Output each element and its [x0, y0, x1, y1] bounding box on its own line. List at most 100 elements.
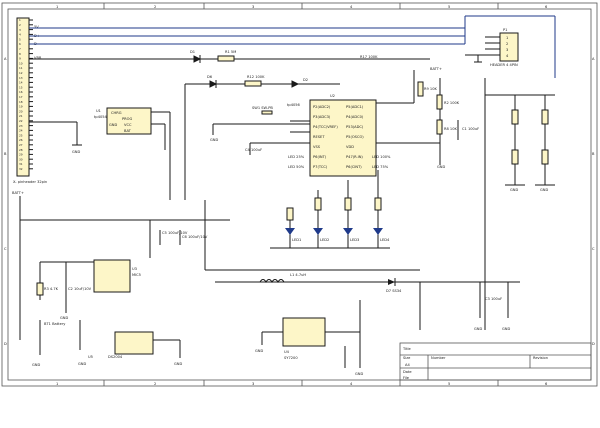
- u2-mcu: U2 tp4056 P2(ADC2)P3(ADC3)P4(TCC/VREF)RE…: [210, 70, 440, 177]
- header-pin-number: 8: [19, 52, 21, 56]
- svg-text:LED1: LED1: [292, 238, 301, 242]
- svg-text:C6 100uF/10V: C6 100uF/10V: [182, 235, 208, 239]
- svg-text:LED3: LED3: [350, 238, 359, 242]
- svg-text:tp4054: tp4054: [94, 115, 108, 119]
- header-pin-number: 15: [19, 85, 23, 89]
- svg-text:U1: U1: [96, 109, 101, 113]
- svg-text:VCC: VCC: [124, 123, 132, 127]
- svg-text:U5: U5: [88, 355, 93, 359]
- svg-text:R9 10K: R9 10K: [424, 87, 437, 91]
- svg-text:GND: GND: [60, 316, 68, 320]
- svg-text:LED 75%: LED 75%: [372, 165, 389, 169]
- u2-pin-left: RESET: [313, 135, 325, 139]
- header-pin-number: 1: [19, 18, 21, 22]
- svg-text:R12 100K: R12 100K: [247, 75, 265, 79]
- header-pin-number: 22: [19, 119, 23, 123]
- header-pin-number: 19: [19, 105, 23, 109]
- svg-text:GND: GND: [174, 362, 182, 366]
- svg-text:GND: GND: [474, 327, 482, 331]
- svg-text:D7 SS34: D7 SS34: [386, 289, 402, 293]
- svg-text:GND: GND: [255, 349, 263, 353]
- header-pin-number: 29: [19, 153, 23, 157]
- col-label: 1: [56, 5, 58, 9]
- svg-text:R17 100K: R17 100K: [360, 55, 378, 59]
- svg-text:VBB: VBB: [34, 56, 42, 60]
- svg-text:D: D: [4, 342, 7, 346]
- col-label: 3: [252, 382, 254, 386]
- svg-text:BATT+: BATT+: [430, 67, 442, 71]
- header-pin-number: 3: [19, 28, 21, 32]
- power-rails: BATT+ C5 100uF/10V C6 100uF/10V: [12, 191, 470, 340]
- u5-ic: U5 DS2004 GND GND: [78, 320, 182, 366]
- svg-text:Revision: Revision: [533, 356, 548, 360]
- top-header-pin-number: 4: [506, 54, 509, 58]
- u2-pin-left: VSS: [313, 145, 321, 149]
- svg-text:GND: GND: [72, 150, 80, 154]
- u2-pin-right: P47(R.IN): [346, 155, 363, 159]
- svg-text:U4: U4: [284, 350, 290, 354]
- u2-pin-left: P6(INT): [313, 155, 327, 159]
- header-pin-number: 4: [19, 33, 21, 37]
- header-pin-number: 12: [19, 71, 23, 75]
- svg-text:A4: A4: [405, 363, 410, 367]
- header-pin-number: 16: [19, 90, 23, 94]
- svg-text:C3 100uF: C3 100uF: [485, 297, 502, 301]
- svg-text:GND: GND: [540, 188, 548, 192]
- svg-text:C: C: [592, 247, 595, 251]
- header-pin-number: 31: [19, 162, 23, 166]
- header-pin-number: 21: [19, 114, 23, 118]
- title-block: Title Size Number Revision A4 Date File: [399, 342, 592, 381]
- col-label: 6: [545, 382, 548, 386]
- header-pin-number: 26: [19, 138, 23, 142]
- svg-text:Date: Date: [403, 370, 412, 374]
- u2-pin-right: P5(ADC1): [346, 105, 364, 109]
- top-right-header: P1 HEADER 4 4PIN: [474, 28, 519, 67]
- header-pin-number: 2: [19, 23, 21, 27]
- left-pin-header: 1234567891011121314151617181920212223242…: [13, 17, 47, 184]
- svg-text:Number: Number: [431, 356, 446, 360]
- svg-text:GND: GND: [78, 362, 86, 366]
- svg-text:tp4056: tp4056: [287, 103, 301, 107]
- svg-text:GND: GND: [210, 138, 218, 142]
- svg-text:CHRG: CHRG: [111, 111, 122, 115]
- column-markers: 1 2 3 4 5 6 1 2 3 4 5 6: [56, 3, 548, 386]
- svg-text:File: File: [403, 376, 410, 380]
- svg-text:SY7200: SY7200: [284, 356, 298, 360]
- svg-text:C2 10uF/10V: C2 10uF/10V: [68, 287, 92, 291]
- svg-text:A: A: [4, 57, 7, 61]
- diode-resistor-row: D1 R1 5M D6 R12 100K D2 R17 100K: [184, 50, 378, 200]
- svg-text:C4 100uF: C4 100uF: [245, 148, 262, 152]
- svg-text:5V: 5V: [34, 25, 39, 29]
- svg-text:BATT+: BATT+: [12, 191, 24, 195]
- svg-text:BT1 Battery: BT1 Battery: [44, 322, 66, 326]
- header-pin-number: 7: [19, 47, 21, 51]
- top-header-pin-number: 2: [506, 42, 508, 46]
- col-label: 5: [448, 382, 450, 386]
- inner-border: [7, 8, 592, 381]
- svg-text:LED 50%: LED 50%: [288, 165, 305, 169]
- u2-pin-right: P4(ADC0): [346, 115, 364, 119]
- top-header-pin-number: 1: [506, 36, 508, 40]
- header-pin-number: 28: [19, 148, 23, 152]
- far-right-divider: GND GND: [484, 78, 555, 330]
- header-pin-number: 13: [19, 76, 23, 80]
- col-label: 2: [154, 382, 156, 386]
- col-label: 1: [56, 382, 58, 386]
- header-pin-number: 5: [19, 37, 21, 41]
- sheet-border: [1, 2, 598, 387]
- svg-text:C: C: [4, 247, 7, 251]
- svg-text:GND: GND: [510, 188, 518, 192]
- svg-text:HEADER 4 4PIN: HEADER 4 4PIN: [490, 63, 518, 67]
- svg-text:D1: D1: [190, 50, 195, 54]
- svg-text:GND: GND: [109, 123, 117, 127]
- header-pin-number: 20: [19, 109, 23, 113]
- svg-text:LED 100%: LED 100%: [372, 155, 391, 159]
- svg-text:C5 100uF/10V: C5 100uF/10V: [162, 231, 188, 235]
- col-label: 2: [154, 5, 156, 9]
- svg-text:BAT: BAT: [124, 129, 132, 133]
- header-pin-number: 24: [19, 129, 23, 133]
- header-pin-number: 25: [19, 133, 23, 137]
- u2-pin-left: P7(TCC): [313, 165, 328, 169]
